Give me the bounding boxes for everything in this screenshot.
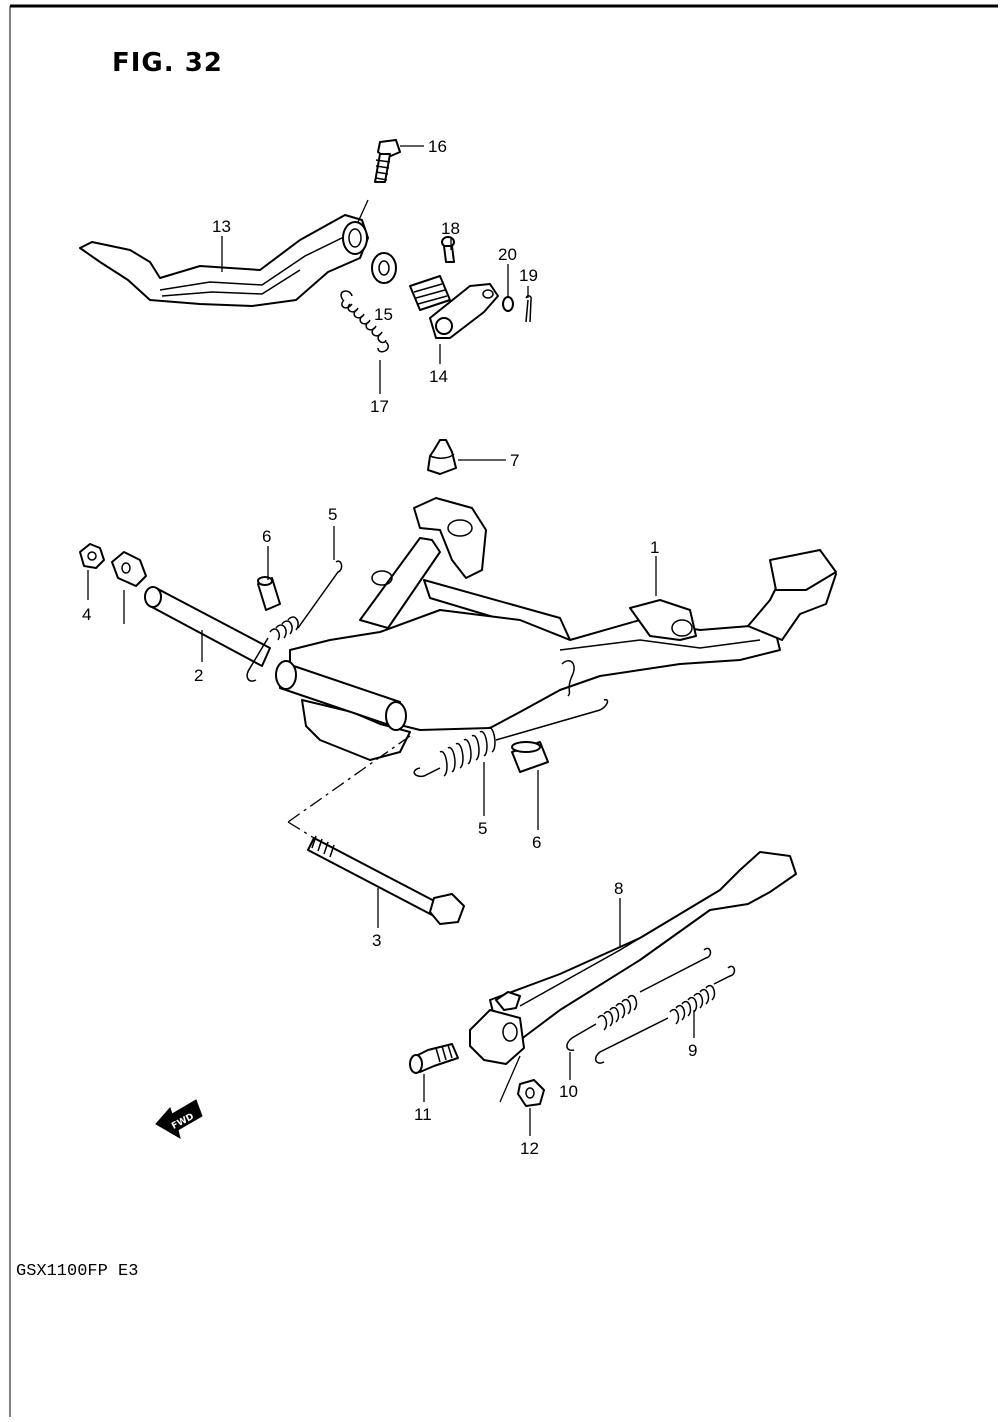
- callout-9: 9: [688, 1041, 697, 1060]
- shaft-bolt[interactable]: [441, 236, 455, 263]
- figure-title: FIG. 32: [112, 48, 223, 78]
- callout-10: 10: [559, 1082, 578, 1101]
- center-stand[interactable]: [275, 497, 837, 761]
- shaft-nut[interactable]: [79, 543, 105, 569]
- pivot-shaft[interactable]: [144, 586, 271, 667]
- callout-17: 17: [370, 397, 389, 416]
- callout-1: 1: [650, 538, 659, 557]
- callout-6-lower: 6: [532, 833, 541, 852]
- callout-14: 14: [429, 367, 448, 386]
- callout-3: 3: [372, 931, 381, 950]
- callout-11: 11: [414, 1105, 432, 1124]
- stand-spring-lower[interactable]: [413, 698, 609, 778]
- callout-8: 8: [614, 879, 623, 898]
- callout-5-upper: 5: [328, 505, 337, 524]
- callout-18: 18: [441, 219, 460, 238]
- spacer-lower[interactable]: [511, 741, 549, 773]
- side-stand-nut[interactable]: [517, 1079, 545, 1107]
- pedal-return-spring[interactable]: [340, 290, 389, 353]
- lock-plate[interactable]: [111, 551, 147, 587]
- small-washer[interactable]: [502, 296, 514, 312]
- cotter-pin[interactable]: [525, 295, 532, 323]
- callout-13: 13: [212, 217, 231, 236]
- stopper-cushion[interactable]: [427, 439, 457, 475]
- callout-4: 4: [82, 605, 91, 624]
- side-stand-spring-inner[interactable]: [566, 947, 712, 1052]
- pedal-washer[interactable]: [371, 252, 397, 284]
- side-stand-bolt[interactable]: [409, 1043, 459, 1074]
- callout-15: 15: [374, 305, 393, 324]
- callout-2: 2: [194, 666, 203, 685]
- callout-6-upper: 6: [262, 527, 271, 546]
- callout-7: 7: [510, 451, 519, 470]
- pedal-shaft[interactable]: [409, 275, 499, 339]
- brake-pedal[interactable]: [79, 214, 369, 307]
- stand-spring-upper[interactable]: [246, 560, 343, 682]
- spacer-upper[interactable]: [257, 576, 281, 611]
- side-stand[interactable]: [469, 851, 797, 1065]
- callout-12: 12: [520, 1139, 539, 1158]
- model-code: GSX1100FP E3: [16, 1262, 139, 1281]
- pedal-bolt[interactable]: [374, 139, 401, 183]
- callout-5-lower: 5: [478, 819, 487, 838]
- fwd-arrow-icon: FWD: [155, 1099, 203, 1140]
- callout-20: 20: [498, 245, 517, 264]
- side-stand-spring-outer[interactable]: [594, 965, 736, 1064]
- callout-19: 19: [519, 266, 538, 285]
- stand-long-bolt[interactable]: [307, 835, 465, 925]
- callout-16: 16: [428, 137, 447, 156]
- callout-labels: 16 13 18 20 19 15 14 17 7 5 6 1 4 2 5 6 …: [82, 137, 697, 1158]
- leader-lines: [87, 145, 695, 1136]
